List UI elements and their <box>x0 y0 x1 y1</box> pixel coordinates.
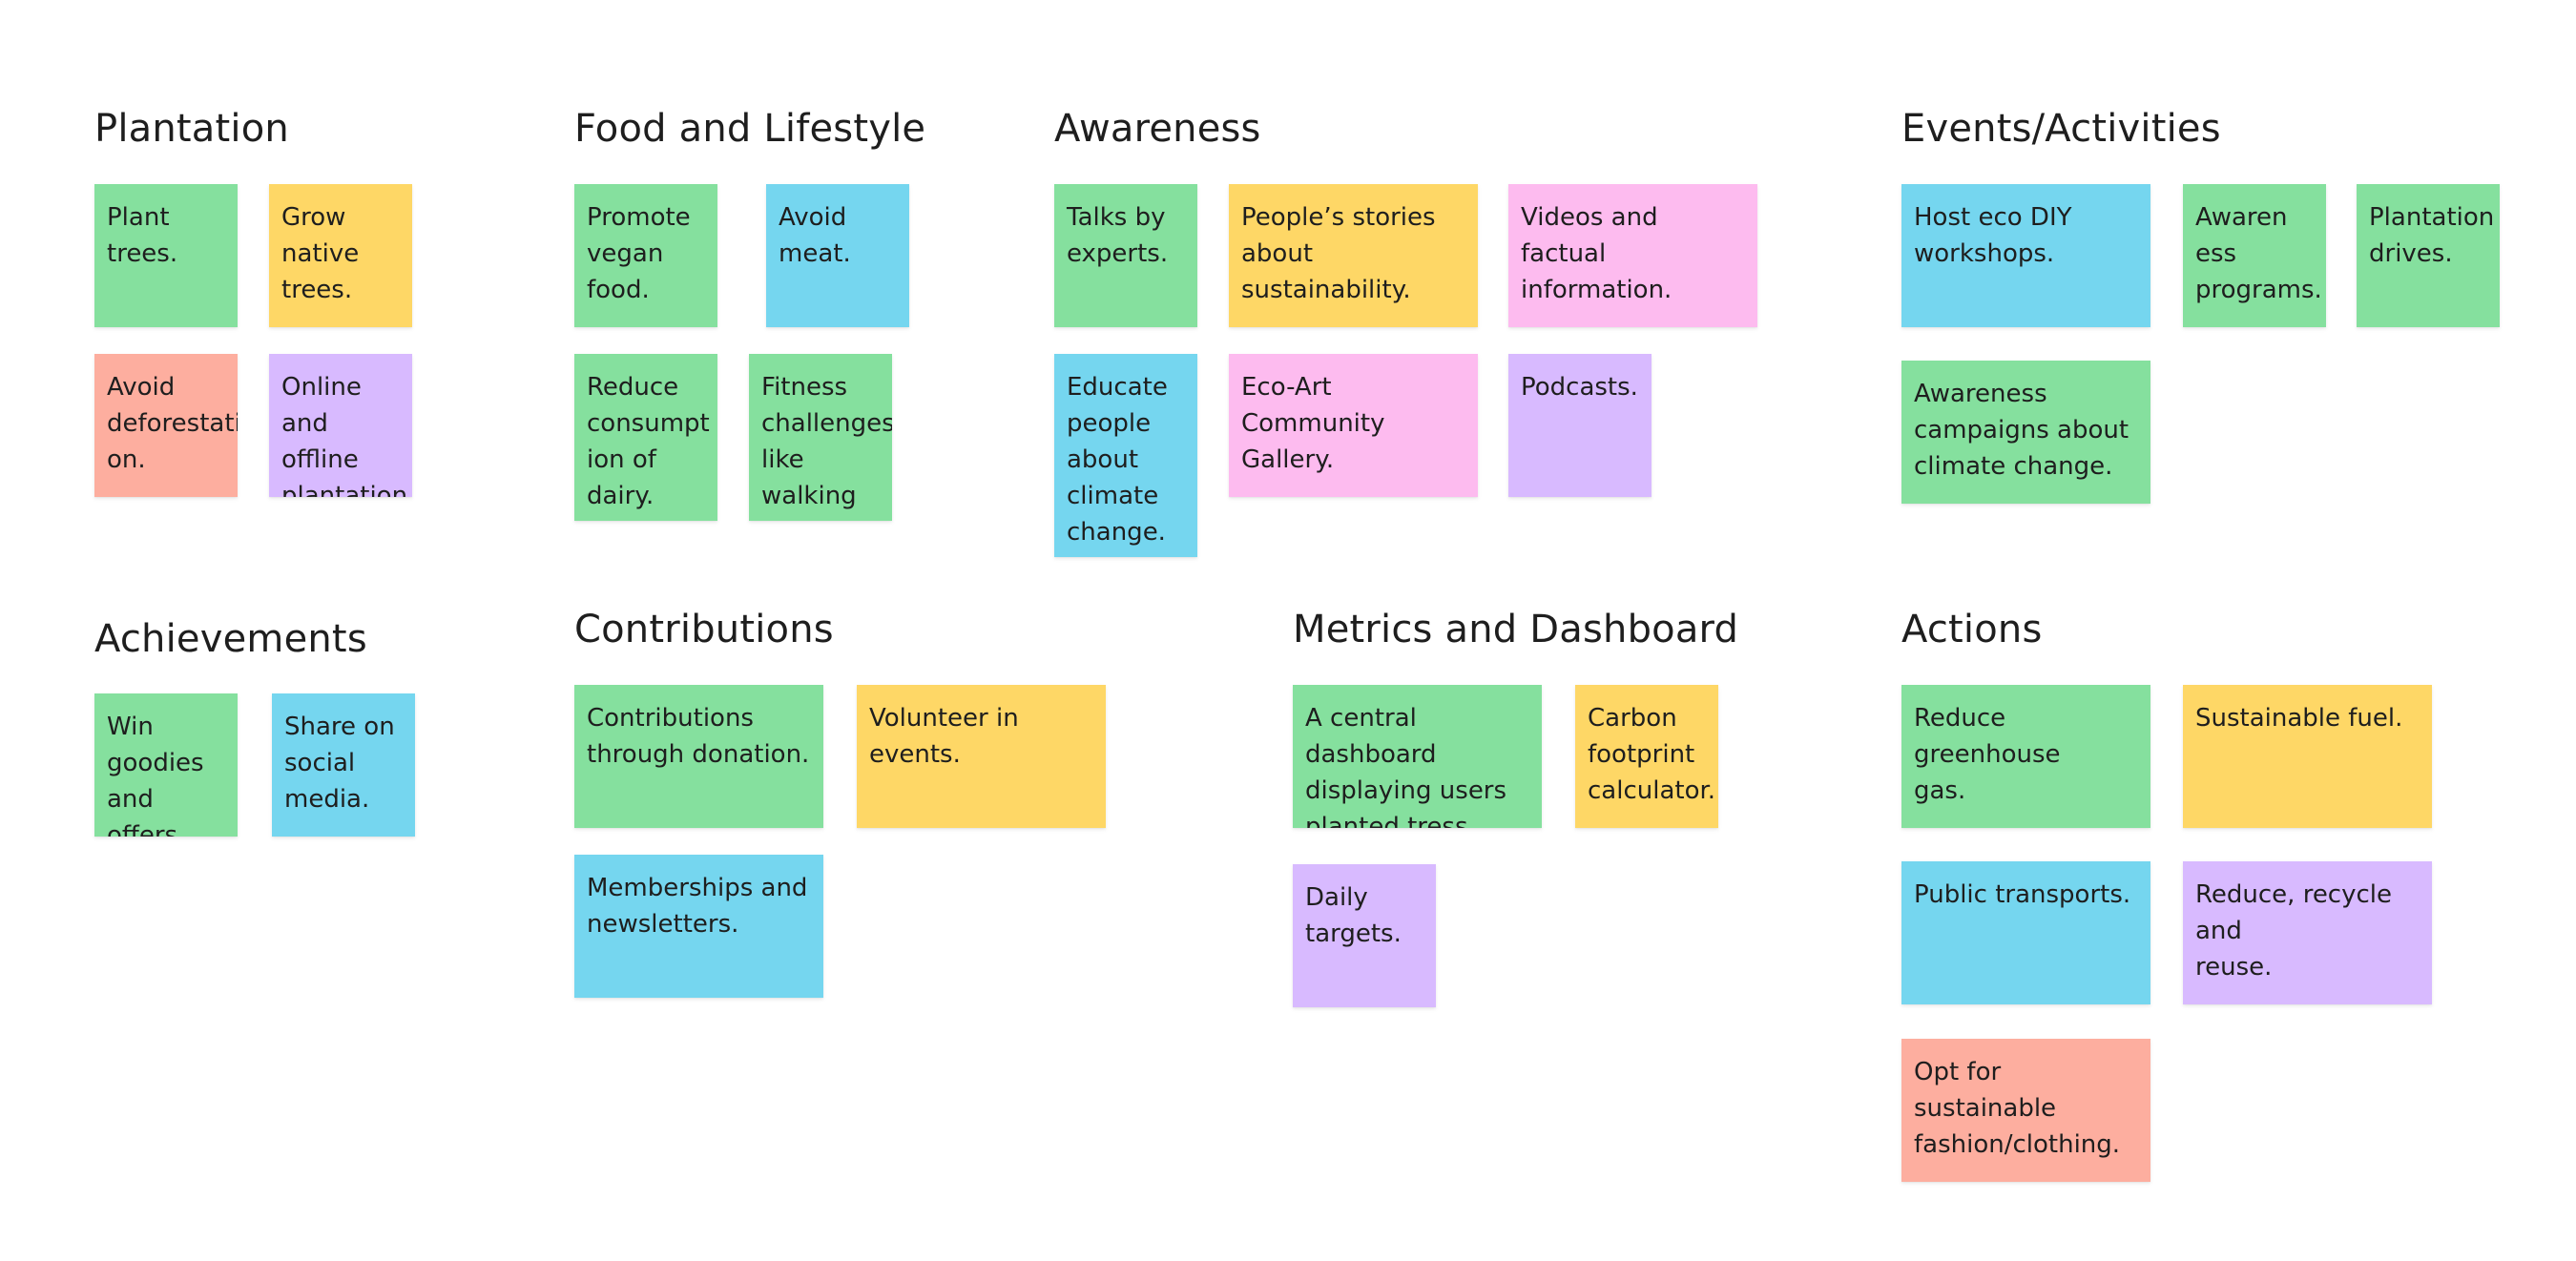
sticky-note-text: Volunteer in events. <box>869 704 1019 769</box>
sticky-note[interactable]: Online and offline plantation. <box>269 354 412 497</box>
sticky-note[interactable]: Sustainable fuel. <box>2183 685 2432 828</box>
sticky-note-text: Reduce greenhouse gas. <box>1914 704 2061 805</box>
sticky-note-text: Carbon footprint calculator. <box>1588 704 1716 805</box>
sticky-note-text: Fitness challenges like walking <box>761 373 892 510</box>
sticky-note-text: Educate people about climate change. <box>1067 373 1168 547</box>
section-title-contributions: Contributions <box>574 608 834 651</box>
sticky-note[interactable]: Public transports. <box>1901 861 2150 1004</box>
sticky-note-text: Reduce, recycle and reuse. <box>2195 880 2393 982</box>
section-title-metrics-and-dashboard: Metrics and Dashboard <box>1293 608 1739 651</box>
sticky-note[interactable]: Reduce, recycle and reuse. <box>2183 861 2432 1004</box>
sticky-note-text: Plant trees. <box>107 203 178 268</box>
sticky-note-text: Sustainable fuel. <box>2195 704 2403 733</box>
sticky-note-text: Grow native trees. <box>281 203 360 304</box>
section-title-awareness: Awareness <box>1054 107 1261 151</box>
sticky-note[interactable]: People’s stories about sustainability. <box>1229 184 1478 327</box>
section-title-events-activities: Events/Activities <box>1901 107 2221 151</box>
sticky-note-text: Awaren ess programs. <box>2195 203 2322 304</box>
sticky-note[interactable]: Reduce greenhouse gas. <box>1901 685 2150 828</box>
sticky-note-text: Share on social media. <box>284 713 395 814</box>
sticky-note[interactable]: Awaren ess programs. <box>2183 184 2326 327</box>
sticky-note[interactable]: Eco-Art Community Gallery. <box>1229 354 1478 497</box>
sticky-note-text: Opt for sustainable fashion/clothing. <box>1914 1058 2121 1159</box>
sticky-note[interactable]: Avoid deforestati on. <box>94 354 238 497</box>
sticky-note[interactable]: Grow native trees. <box>269 184 412 327</box>
sticky-note[interactable]: Avoid meat. <box>766 184 909 327</box>
sticky-note[interactable]: Fitness challenges like walking <box>749 354 892 521</box>
section-title-actions: Actions <box>1901 608 2043 651</box>
sticky-note-text: Memberships and newsletters. <box>587 874 808 939</box>
sticky-note-text: Host eco DIY workshops. <box>1914 203 2072 268</box>
sticky-note[interactable]: Podcasts. <box>1508 354 1652 497</box>
sticky-note-text: Eco-Art Community Gallery. <box>1241 373 1385 474</box>
sticky-note-text: Public transports. <box>1914 880 2131 909</box>
sticky-note-text: Awareness campaigns about climate change… <box>1914 380 2129 481</box>
sticky-note-text: Reduce consumpt ion of dairy. <box>587 373 710 510</box>
sticky-note-text: People’s stories about sustainability. <box>1241 203 1436 304</box>
sticky-note[interactable]: A central dashboard displaying users pla… <box>1293 685 1542 828</box>
sticky-note[interactable]: Host eco DIY workshops. <box>1901 184 2150 327</box>
sticky-note-text: Online and offline plantation. <box>281 373 412 497</box>
sticky-note[interactable]: Carbon footprint calculator. <box>1575 685 1718 828</box>
sticky-note-text: Promote vegan food. <box>587 203 691 304</box>
sticky-note[interactable]: Memberships and newsletters. <box>574 855 823 998</box>
sticky-note-text: Win goodies and offers. <box>107 713 204 837</box>
section-title-food-and-lifestyle: Food and Lifestyle <box>574 107 926 151</box>
sticky-note-text: Avoid deforestati on. <box>107 373 238 474</box>
sticky-note[interactable]: Reduce consumpt ion of dairy. <box>574 354 717 521</box>
sticky-note[interactable]: Plant trees. <box>94 184 238 327</box>
sticky-note-text: Talks by experts. <box>1067 203 1169 268</box>
sticky-note[interactable]: Awareness campaigns about climate change… <box>1901 361 2150 504</box>
sticky-note-text: A central dashboard displaying users pla… <box>1305 704 1507 828</box>
sticky-note[interactable]: Videos and factual information. <box>1508 184 1757 327</box>
sticky-note[interactable]: Promote vegan food. <box>574 184 717 327</box>
sticky-note[interactable]: Win goodies and offers. <box>94 693 238 837</box>
sticky-note[interactable]: Opt for sustainable fashion/clothing. <box>1901 1039 2150 1182</box>
sticky-note-text: Daily targets. <box>1305 883 1402 948</box>
section-title-achievements: Achievements <box>94 617 367 661</box>
sticky-note-text: Videos and factual information. <box>1521 203 1672 304</box>
sticky-note[interactable]: Volunteer in events. <box>857 685 1106 828</box>
sticky-note[interactable]: Share on social media. <box>272 693 415 837</box>
sticky-note[interactable]: Educate people about climate change. <box>1054 354 1197 557</box>
sticky-note[interactable]: Talks by experts. <box>1054 184 1197 327</box>
sticky-note[interactable]: Daily targets. <box>1293 864 1436 1007</box>
section-title-plantation: Plantation <box>94 107 289 151</box>
sticky-note[interactable]: Plantation drives. <box>2357 184 2500 327</box>
sticky-note-text: Contributions through donation. <box>587 704 810 769</box>
sticky-note-text: Podcasts. <box>1521 373 1638 402</box>
sticky-note-text: Avoid meat. <box>779 203 851 268</box>
sticky-note[interactable]: Contributions through donation. <box>574 685 823 828</box>
sticky-note-text: Plantation drives. <box>2369 203 2495 268</box>
